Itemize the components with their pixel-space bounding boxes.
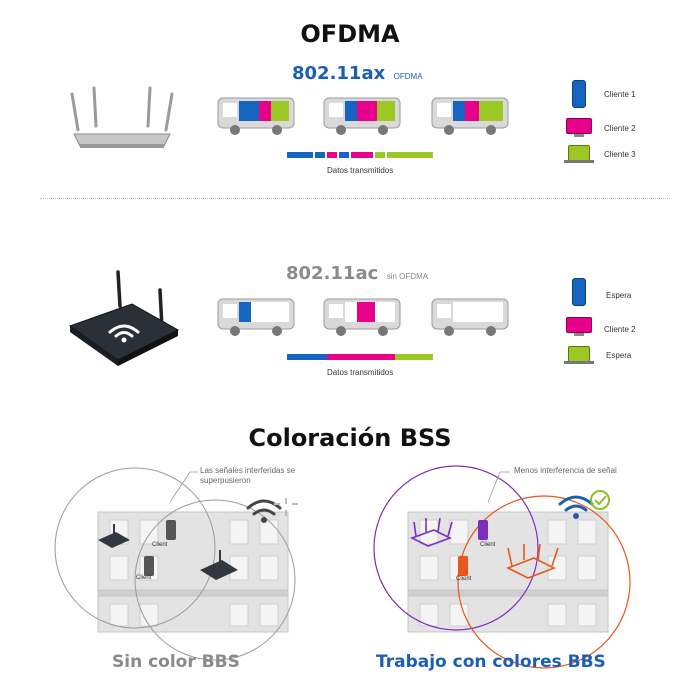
legacy-standard-heading: 802.11ac sin OFDMA bbox=[286, 263, 428, 284]
legacy-standard-label: 802.11ac bbox=[286, 263, 379, 284]
bss-right-caption: Trabajo con colores BBS bbox=[376, 652, 606, 672]
bus-legacy-1 bbox=[217, 298, 295, 336]
client-phone-left-b bbox=[144, 556, 154, 576]
legacy-data-caption: Datos transmitidos bbox=[327, 368, 394, 377]
bss-title: Coloración BSS bbox=[248, 424, 452, 452]
legacy-client-2-label: Cliente 2 bbox=[604, 325, 636, 334]
router-right-orange bbox=[506, 543, 559, 579]
bss-right-scene bbox=[373, 465, 631, 669]
bus-legacy-2 bbox=[323, 298, 401, 336]
router-left-b bbox=[200, 550, 238, 580]
router-ac-icon bbox=[68, 270, 180, 366]
legacy-standard-sub: sin OFDMA bbox=[386, 272, 429, 281]
bus-legacy-3 bbox=[431, 298, 509, 336]
bss-left-callout: Las señales interferidas se superpusiero… bbox=[200, 466, 296, 485]
laptop-icon bbox=[568, 145, 590, 161]
laptop-base bbox=[564, 160, 594, 163]
bss-left-scene bbox=[54, 467, 298, 661]
building-left bbox=[97, 511, 289, 633]
client-phone-left-a bbox=[166, 520, 176, 540]
legacy-buses bbox=[217, 298, 509, 336]
legacy-data-strip bbox=[287, 354, 433, 360]
ofdma-title: OFDMA bbox=[300, 20, 400, 48]
ofdma-standard-heading: 802.11ax OFDMA bbox=[292, 63, 423, 84]
client-phone-orange bbox=[458, 556, 468, 576]
bus-3 bbox=[431, 97, 509, 135]
bus-2 bbox=[323, 97, 401, 135]
legacy-client-1-label: Espera bbox=[606, 291, 632, 300]
section-divider bbox=[40, 198, 670, 199]
ofdma-data-strip bbox=[287, 152, 433, 158]
bss-left-caption: Sin color BBS bbox=[112, 652, 240, 672]
ofdma-client-3-label: Cliente 3 bbox=[604, 150, 636, 159]
router-ax-icon bbox=[70, 86, 174, 148]
router-left-a bbox=[98, 524, 130, 548]
phone-icon bbox=[572, 80, 586, 108]
client-label-left-a: Client bbox=[152, 542, 168, 548]
wifi-strong-icon bbox=[558, 495, 594, 512]
monitor-stand bbox=[574, 333, 584, 336]
client-phone-purple bbox=[478, 520, 488, 540]
client-label-right-b: Client bbox=[456, 576, 472, 582]
legacy-client-3-label: Espera bbox=[606, 351, 632, 360]
monitor-stand bbox=[574, 134, 584, 137]
ofdma-client-1-label: Cliente 1 bbox=[604, 90, 636, 99]
router-right-purple bbox=[409, 517, 453, 547]
ofdma-standard-sub: OFDMA bbox=[393, 72, 423, 81]
monitor-icon bbox=[566, 317, 592, 333]
ofdma-data-caption: Datos transmitidos bbox=[327, 166, 394, 175]
phone-icon bbox=[572, 278, 586, 306]
ofdma-client-2-label: Cliente 2 bbox=[604, 124, 636, 133]
laptop-base bbox=[564, 361, 594, 364]
laptop-icon bbox=[568, 346, 590, 362]
bus-1 bbox=[217, 97, 295, 135]
wifi-weak-icon bbox=[246, 499, 282, 516]
bss-right-callout: Menos interferencia de señal bbox=[514, 466, 617, 475]
ofdma-buses bbox=[217, 97, 509, 135]
monitor-icon bbox=[566, 118, 592, 134]
client-label-right-a: Client bbox=[480, 542, 496, 548]
check-circle-icon bbox=[590, 490, 610, 510]
ofdma-standard-label: 802.11ax bbox=[292, 63, 386, 84]
client-label-left-b: Client bbox=[136, 575, 152, 581]
